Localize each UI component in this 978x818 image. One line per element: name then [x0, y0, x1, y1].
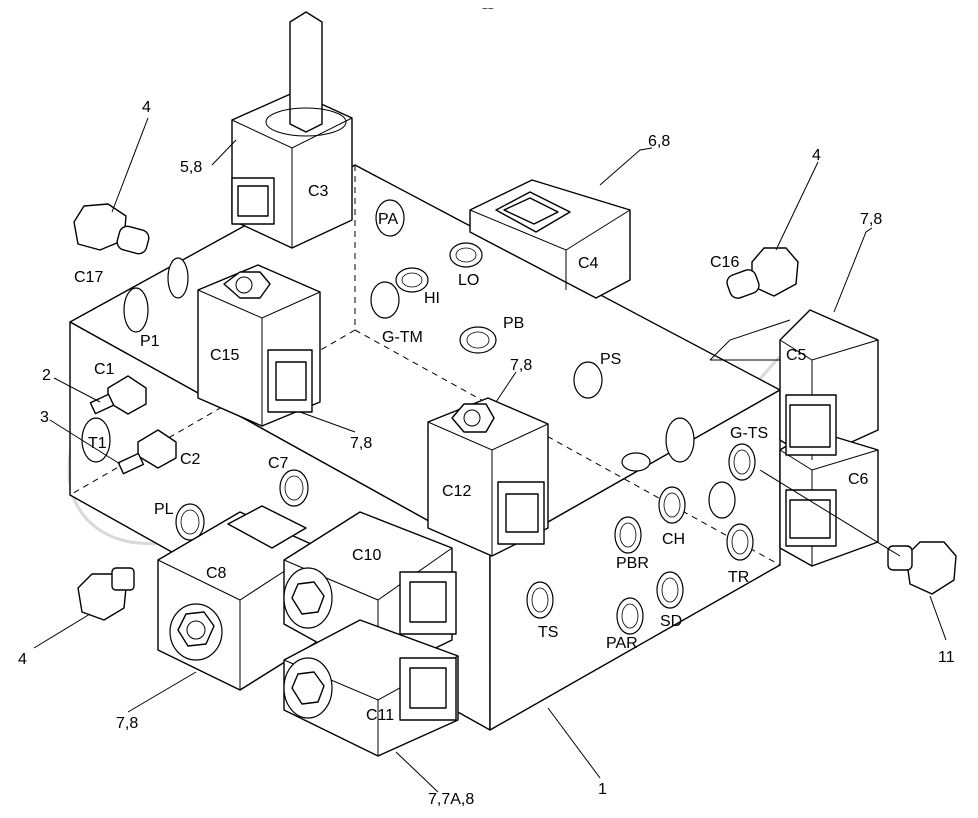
cartridge-c4	[469, 179, 631, 299]
port-label-sd: SD	[660, 613, 682, 630]
port-label-tr: TR	[728, 569, 749, 586]
left-face-ports	[81, 257, 309, 541]
callout-11: 11	[938, 649, 955, 666]
cartridge-label-c12: C12	[442, 483, 471, 500]
port-label-pbr: PBR	[616, 555, 649, 572]
port-label-p1: P1	[140, 333, 160, 350]
cartridge-label-c4: C4	[578, 255, 599, 272]
cartridge-c3	[231, 11, 353, 249]
cartridge-label-c2: C2	[180, 451, 201, 468]
plugs	[73, 203, 957, 621]
cartridge-c5-c6	[709, 309, 879, 567]
port-label-par: PAR	[606, 635, 638, 652]
cartridge-labels: C1 C2 C3 C4 C5 C6 C7 C8 C10 C11 C12 C15 …	[74, 183, 869, 724]
port-label-lo: LO	[458, 272, 479, 289]
cartridge-c12	[427, 397, 549, 557]
port-label-pb: PB	[503, 315, 524, 332]
cartridge-label-c7: C7	[268, 455, 289, 472]
cartridge-label-c16: C16	[710, 254, 739, 271]
cartridge-label-c8: C8	[206, 565, 227, 582]
right-face-ports	[526, 443, 756, 635]
callout-7-7a-8: 7,7A,8	[428, 791, 474, 808]
callout-6-8: 6,8	[648, 133, 670, 150]
leader-lines	[33, 117, 947, 793]
top-mark: ~~	[482, 4, 494, 15]
cartridge-label-c5: C5	[786, 347, 807, 364]
hidden-edge-2	[354, 329, 781, 566]
port-label-g-tm: G-TM	[382, 329, 423, 346]
port-label-ch: CH	[662, 531, 685, 548]
cartridge-c10-c11	[283, 511, 459, 757]
callout-4-top-left: 4	[142, 99, 151, 116]
cartridge-label-c17: C17	[74, 269, 103, 286]
cartridge-label-c10: C10	[352, 547, 381, 564]
callout-1: 1	[598, 781, 607, 798]
top-face-ports	[370, 199, 695, 472]
callout-2: 2	[42, 367, 51, 384]
callout-labels: 4 5,8 6,8 4 7,8 2 3 7,8 7,8 4 7,8 7,7A,8…	[18, 99, 955, 808]
cartridge-label-c1: C1	[94, 361, 115, 378]
cartridge-c15	[197, 264, 321, 427]
callout-7-8-c15: 7,8	[350, 435, 372, 452]
callout-5-8: 5,8	[180, 159, 202, 176]
port-label-g-ts: G-TS	[730, 425, 768, 442]
port-label-hi: HI	[424, 290, 440, 307]
port-label-t1: T1	[88, 435, 107, 452]
port-label-pl: PL	[154, 501, 174, 518]
port-labels: PA HI LO PB G-TM P1 PS T1 PL G-TS CH PBR…	[88, 211, 768, 652]
port-label-ps: PS	[600, 351, 621, 368]
callout-4-top-right: 4	[812, 147, 821, 164]
callout-4-bottom-left: 4	[18, 651, 27, 668]
port-label-pa: PA	[378, 211, 398, 228]
callout-7-8-c8: 7,8	[116, 715, 138, 732]
callout-3: 3	[40, 409, 49, 426]
callout-7-8-right: 7,8	[860, 211, 882, 228]
cartridge-label-c3: C3	[308, 183, 329, 200]
cartridge-label-c15: C15	[210, 347, 239, 364]
fittings-c1-c2	[89, 375, 177, 475]
cartridge-label-c6: C6	[848, 471, 869, 488]
port-label-ts: TS	[538, 624, 558, 641]
cartridge-c8	[157, 505, 321, 691]
callout-7-8-c12: 7,8	[510, 357, 532, 374]
cartridge-label-c11: C11	[366, 707, 394, 724]
